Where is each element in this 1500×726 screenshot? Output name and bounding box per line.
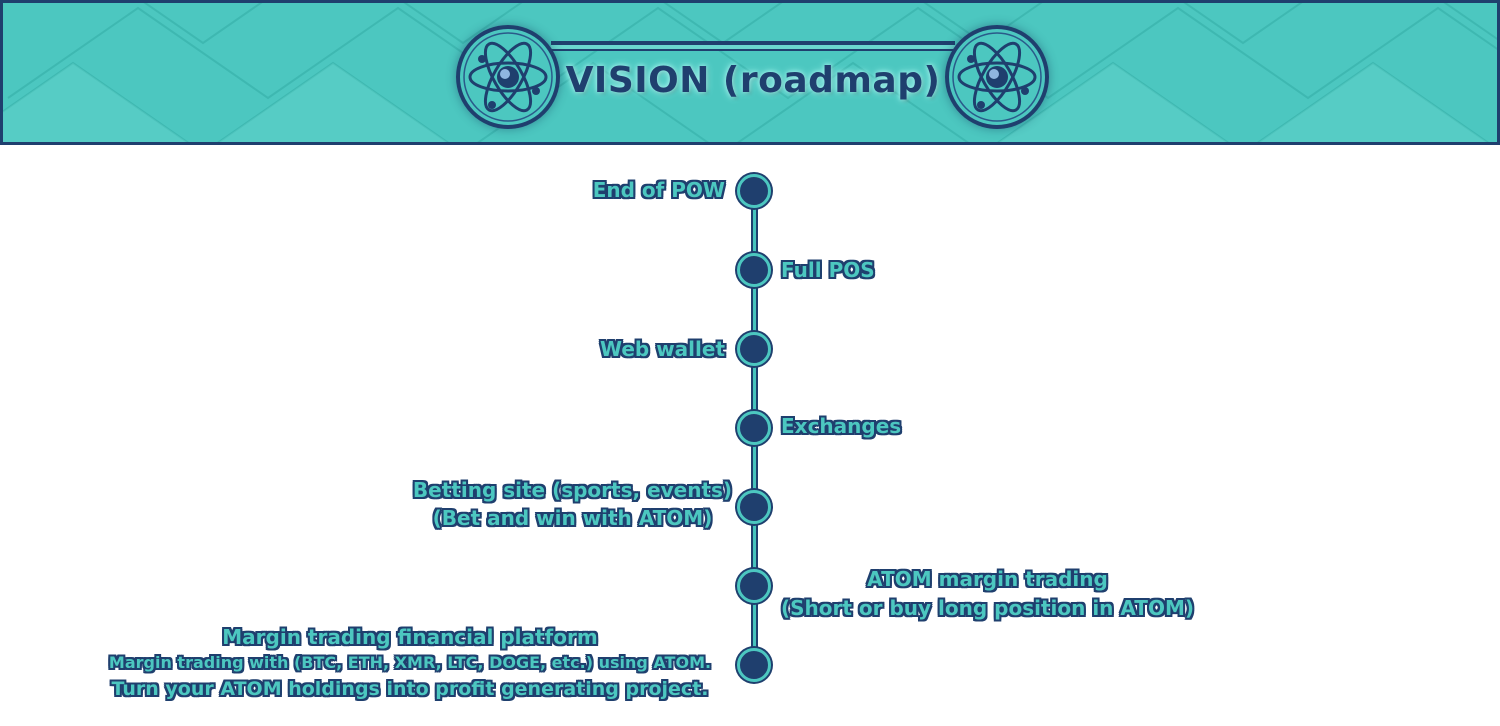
- milestone-line: (Bet and win with ATOM): [432, 506, 713, 530]
- milestone-line: Full POS: [781, 258, 875, 282]
- milestone-betting-site: Betting site (sports, events) (Bet and w…: [400, 476, 745, 532]
- milestone-web-wallet: Web wallet: [600, 337, 725, 361]
- header-banner: VISION (roadmap): [0, 0, 1500, 145]
- milestone-margin-trading-platform: Margin trading financial platform Margin…: [70, 624, 750, 704]
- atom-icon: [456, 25, 560, 129]
- page-title: VISION (roadmap): [565, 60, 941, 101]
- timeline-node-1: [737, 174, 771, 208]
- milestone-line: End of POW: [592, 178, 725, 202]
- milestone-end-of-pow: End of POW: [593, 178, 725, 202]
- timeline-node-3: [737, 332, 771, 366]
- scale-pattern-background: [3, 3, 1497, 142]
- milestone-atom-margin-trading: ATOM margin trading (Short or buy long p…: [770, 565, 1205, 623]
- milestone-line: Margin trading with (BTC, ETH, XMR, LTC,…: [108, 653, 712, 672]
- timeline-node-7: [737, 648, 771, 682]
- milestone-line: Betting site (sports, events): [412, 478, 733, 502]
- milestone-line: Exchanges: [781, 414, 902, 438]
- milestone-line: (Short or buy long position in ATOM): [781, 596, 1194, 620]
- timeline-node-2: [737, 253, 771, 287]
- timeline-node-6: [737, 569, 771, 603]
- milestone-exchanges: Exchanges: [781, 414, 901, 438]
- milestone-line: Margin trading financial platform: [222, 625, 598, 649]
- milestone-full-pos: Full POS: [781, 258, 875, 282]
- milestone-line: Turn your ATOM holdings into profit gene…: [111, 678, 709, 700]
- milestone-line: Web wallet: [600, 337, 725, 361]
- milestone-line: ATOM margin trading: [867, 567, 1108, 591]
- timeline-node-4: [737, 411, 771, 445]
- banner-connector-bar: [551, 41, 955, 51]
- atom-icon: [945, 25, 1049, 129]
- timeline-node-5: [737, 490, 771, 524]
